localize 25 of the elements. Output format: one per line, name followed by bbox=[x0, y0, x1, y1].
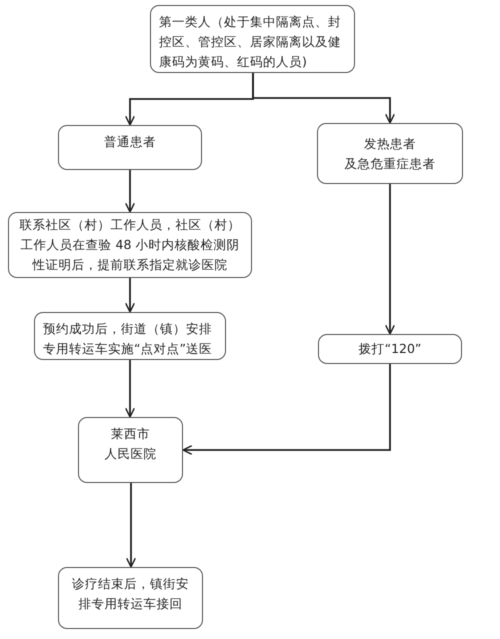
process-box bbox=[58, 567, 203, 629]
arrow bbox=[126, 483, 136, 568]
box-label: 第一类人（处于集中隔离点、封控区、管控区、居家隔离以及健康码为黄码、红码的人员) bbox=[159, 13, 342, 71]
box-label: 莱西市 bbox=[111, 425, 150, 443]
box-label: 及急危重症患者 bbox=[344, 154, 436, 172]
process-box bbox=[34, 312, 226, 360]
box-label: 普通患者 bbox=[104, 133, 156, 151]
process-box bbox=[8, 212, 252, 278]
process-box bbox=[317, 123, 463, 184]
arrow bbox=[124, 360, 136, 418]
process-box bbox=[318, 334, 462, 364]
process-box bbox=[78, 417, 183, 483]
arrow bbox=[124, 278, 136, 313]
box-label: 发热患者 bbox=[364, 134, 416, 152]
box-label: 人民医院 bbox=[104, 445, 156, 463]
arrow bbox=[384, 184, 396, 335]
process-box bbox=[58, 125, 202, 170]
box-label: 诊疗结束后，镇街安排专用转运车接回 bbox=[71, 575, 190, 613]
box-label: 预约成功后，街道（镇）安排专用转运车实施“点对点”送医 bbox=[43, 320, 213, 358]
arrow bbox=[252, 73, 396, 124]
arrow bbox=[182, 364, 391, 456]
box-label: 拨打“120” bbox=[358, 340, 422, 358]
process-box bbox=[150, 5, 355, 73]
arrow bbox=[124, 170, 136, 213]
box-label: 联系社区（村）工作人员，社区（村）工作人员在查验 48 小时内核酸检测阴性证明后，提前联系指定就诊医院 bbox=[18, 216, 242, 274]
